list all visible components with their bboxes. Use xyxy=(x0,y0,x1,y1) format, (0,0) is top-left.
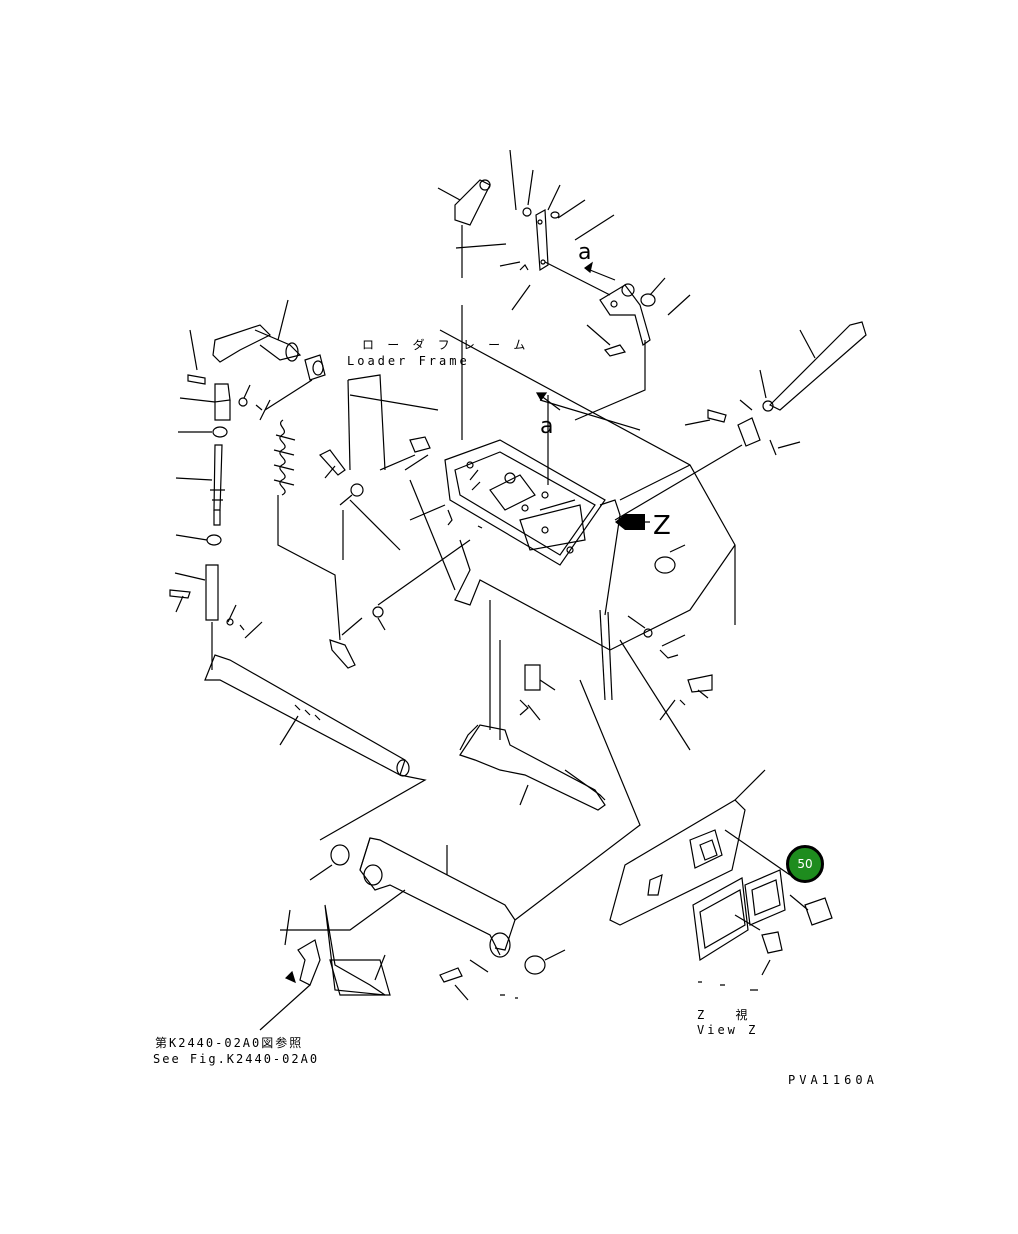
arrow-z-label: Z xyxy=(653,511,671,541)
pedal-bracket xyxy=(445,440,620,700)
arrow-a-mid-label: a xyxy=(540,414,554,439)
left-rod-assembly xyxy=(170,300,325,670)
bracket-fasteners xyxy=(320,375,712,750)
reference-label-jp: 第K2440-02A0図参照 xyxy=(155,1036,304,1050)
right-rod xyxy=(615,322,866,520)
drawing-code: PVA1160A xyxy=(788,1073,878,1087)
loader-frame-label-en: Loader Frame xyxy=(347,354,470,368)
direction-arrows xyxy=(537,263,650,530)
brake-pedal xyxy=(460,600,605,810)
return-spring xyxy=(274,420,470,668)
top-linkage xyxy=(438,150,690,440)
reference-label-en: See Fig.K2440-02A0 xyxy=(153,1052,320,1066)
view-z-cover-plate xyxy=(500,770,832,998)
loader-frame-panel xyxy=(350,330,735,650)
lower-pedal-frame xyxy=(260,680,640,1030)
arrow-a-top-label: a xyxy=(578,240,592,265)
view-z-label-en: View Z xyxy=(697,1023,759,1037)
part-callout-badge[interactable]: 50 xyxy=(786,845,824,883)
loader-frame-label-jp: ロ ー ダ フ レ ー ム xyxy=(362,338,529,352)
main-shaft xyxy=(205,655,425,840)
view-z-label-jp: Z 視 xyxy=(697,1008,751,1022)
